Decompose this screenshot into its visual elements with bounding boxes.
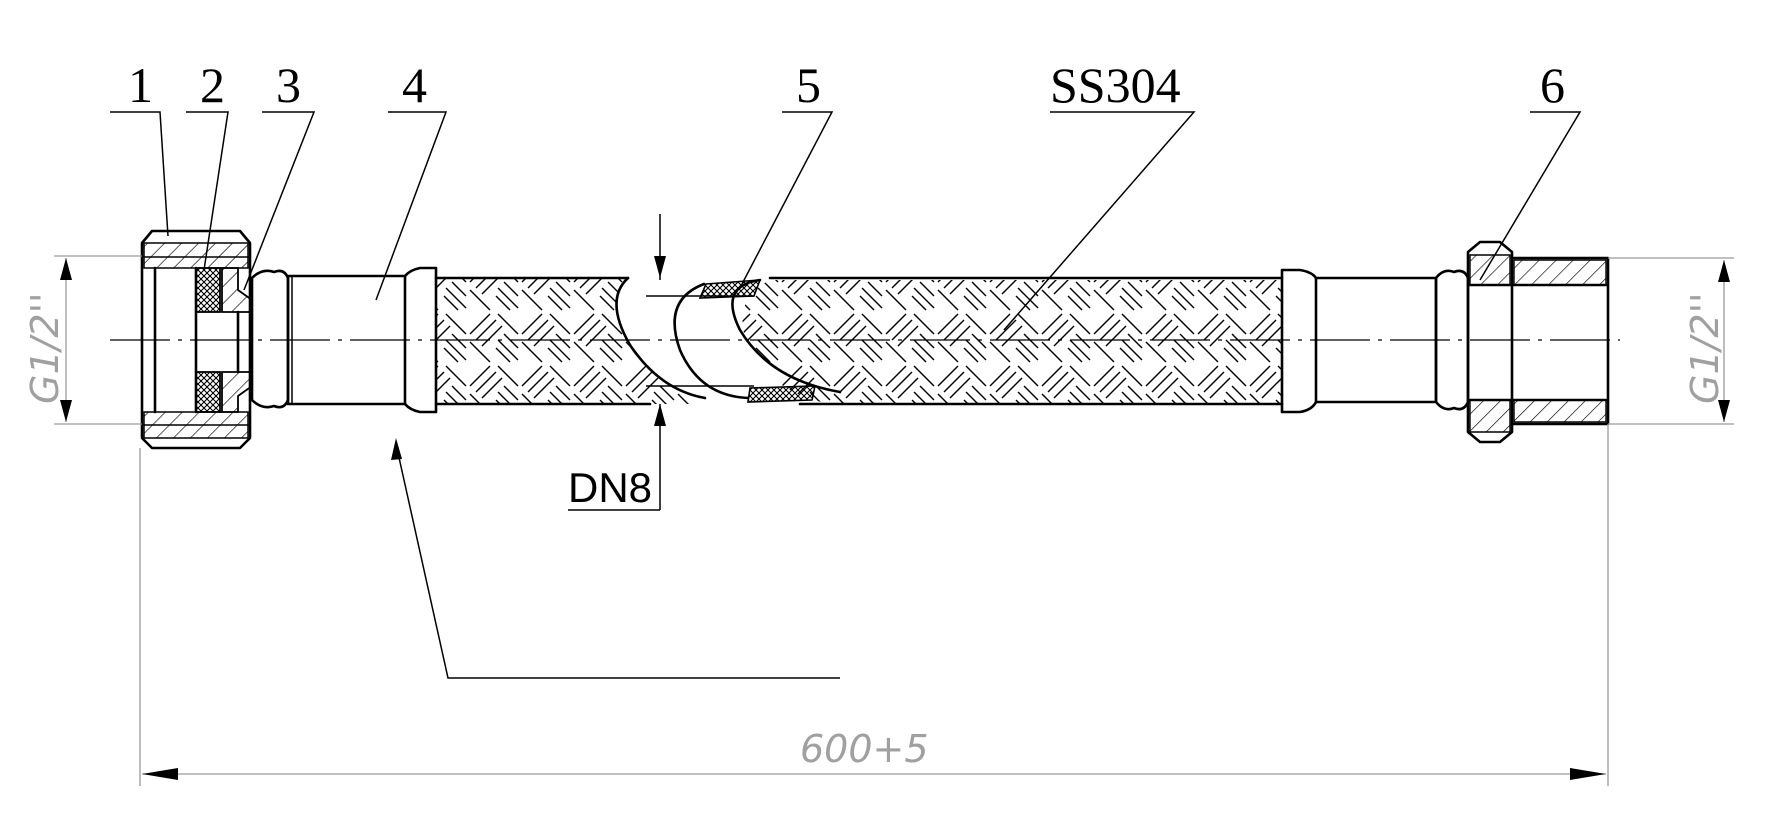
dn8-dimension bbox=[568, 214, 754, 511]
thread-left-label: G1/2'' bbox=[23, 293, 67, 405]
right-hose-braid bbox=[742, 276, 1284, 406]
balloon-4: 4 bbox=[402, 57, 427, 113]
right-male-fitting bbox=[1466, 240, 1610, 444]
thread-dimension-right bbox=[1608, 257, 1734, 425]
leader-lines bbox=[110, 111, 1582, 679]
balloon-6: 6 bbox=[1540, 57, 1565, 113]
left-hose-braid bbox=[434, 276, 707, 406]
right-sleeve bbox=[1280, 268, 1470, 414]
material-label: SS304 bbox=[1050, 57, 1181, 113]
overall-length-label: 600+5 bbox=[800, 727, 929, 771]
balloon-1: 1 bbox=[128, 57, 153, 113]
thread-right-label: G1/2'' bbox=[1683, 293, 1727, 405]
overall-length-dimension bbox=[139, 424, 1609, 786]
balloon-3: 3 bbox=[276, 57, 301, 113]
gasket bbox=[195, 267, 221, 413]
nominal-diameter-label: DN8 bbox=[568, 464, 652, 511]
thread-dimension-left bbox=[54, 255, 142, 425]
balloon-2: 2 bbox=[200, 57, 225, 113]
balloon-5: 5 bbox=[796, 57, 821, 113]
